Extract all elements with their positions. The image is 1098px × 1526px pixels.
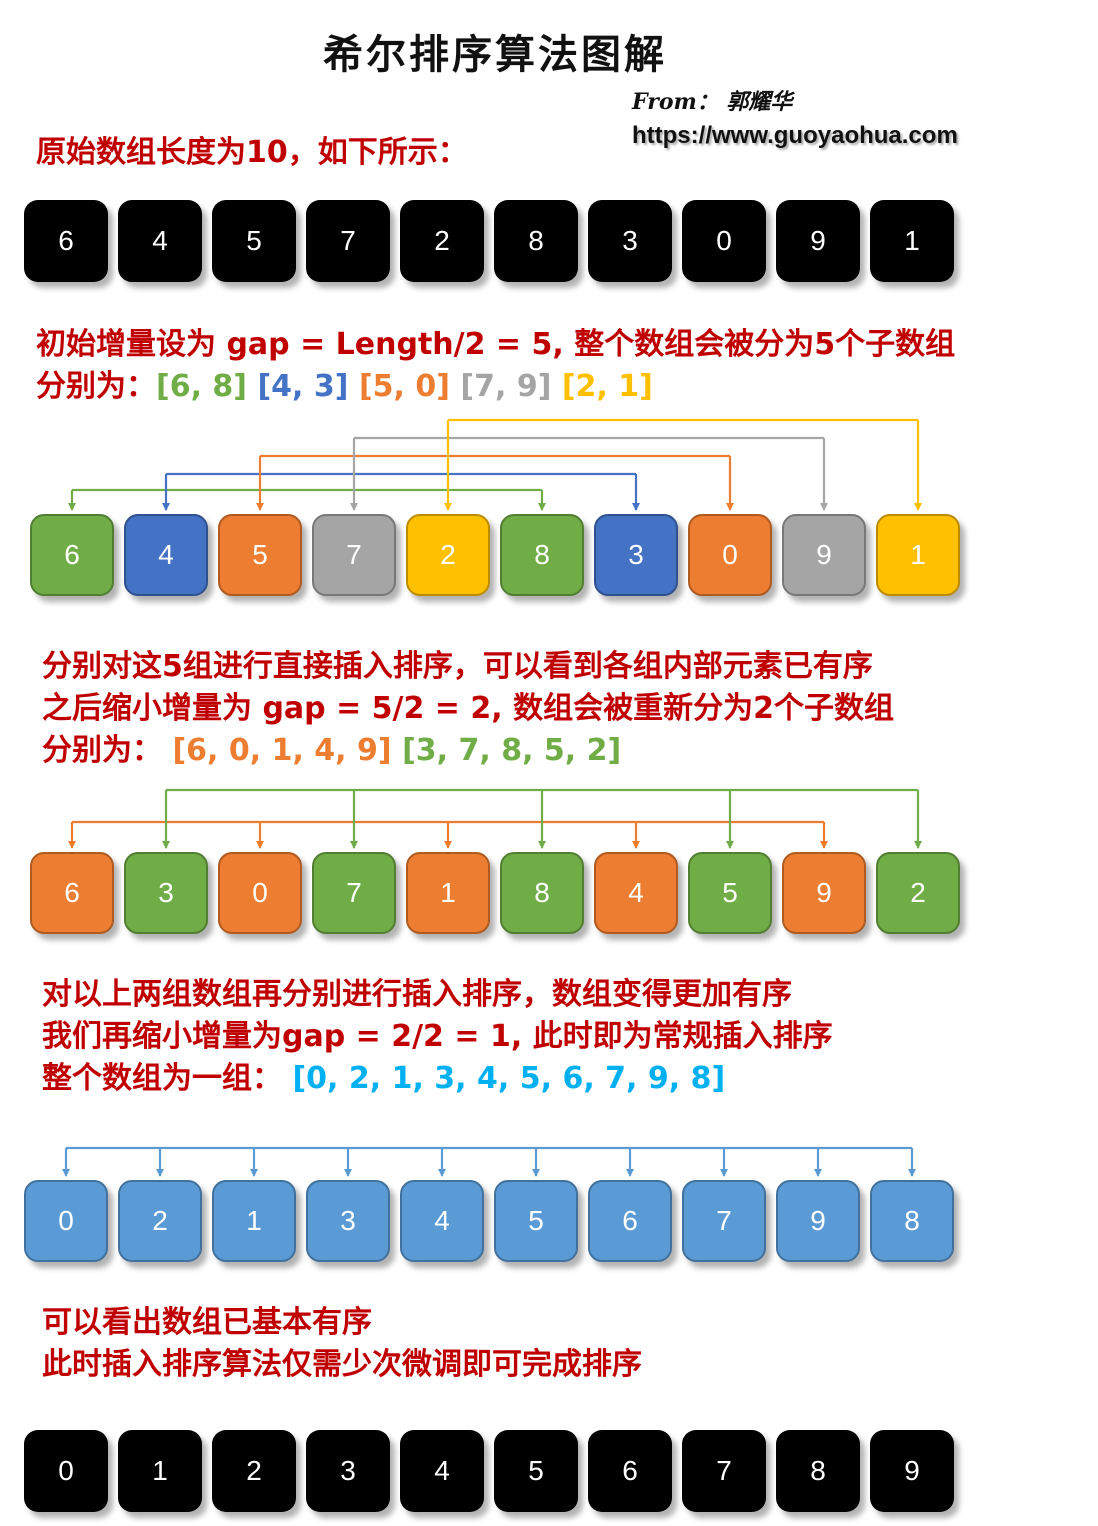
array-cell: 3 — [594, 514, 678, 596]
group-all: [0, 2, 1, 3, 4, 5, 6, 7, 9, 8] — [292, 1061, 726, 1096]
step4-prefix: 整个数组为一组： — [42, 1061, 282, 1096]
array-cell: 3 — [306, 1430, 390, 1512]
array-cell: 9 — [782, 514, 866, 596]
array-cell: 7 — [312, 852, 396, 934]
array-cell: 3 — [306, 1180, 390, 1262]
array-cell: 9 — [776, 1180, 860, 1262]
array-cell: 0 — [218, 852, 302, 934]
source-url: https://www.guoyaohua.com — [632, 122, 958, 149]
array-cell: 1 — [212, 1180, 296, 1262]
array-cell: 5 — [218, 514, 302, 596]
group-orange: [6, 0, 1, 4, 9] — [172, 733, 392, 768]
array-cell: 4 — [594, 852, 678, 934]
group-green: [3, 7, 8, 5, 2] — [402, 733, 622, 768]
array-cell: 5 — [688, 852, 772, 934]
step2-prefix: 分别为： — [36, 369, 156, 404]
array-cell: 6 — [30, 852, 114, 934]
array-cell: 7 — [306, 200, 390, 282]
array-cell: 4 — [400, 1430, 484, 1512]
step5-line1: 可以看出数组已基本有序 — [42, 1305, 372, 1340]
array-cell: 8 — [870, 1180, 954, 1262]
array-cell: 9 — [776, 200, 860, 282]
array-cell: 5 — [494, 1180, 578, 1262]
array-cell: 9 — [782, 852, 866, 934]
page-title: 希尔排序算法图解 — [323, 31, 667, 78]
step3-line1: 分别对这5组进行直接插入排序，可以看到各组内部元素已有序 — [42, 649, 873, 684]
step3-line2: 之后缩小增量为 gap = 5/2 = 2, 数组会被重新分为2个子数组 — [42, 691, 894, 726]
group-6-8: [6, 8] — [156, 369, 248, 404]
array-cell: 0 — [688, 514, 772, 596]
array-cell: 1 — [876, 514, 960, 596]
array-cell: 4 — [400, 1180, 484, 1262]
array-cell: 5 — [494, 1430, 578, 1512]
array-cell: 2 — [406, 514, 490, 596]
array-cell: 6 — [588, 1180, 672, 1262]
array-cell: 7 — [682, 1180, 766, 1262]
array-cell: 1 — [870, 200, 954, 282]
group-5-0: [5, 0] — [358, 369, 450, 404]
array-cell: 4 — [118, 200, 202, 282]
array-cell: 8 — [776, 1430, 860, 1512]
array-cell: 0 — [24, 1180, 108, 1262]
array-cell: 8 — [500, 514, 584, 596]
step1-text: 原始数组长度为10，如下所示： — [36, 135, 468, 170]
array-cell: 4 — [124, 514, 208, 596]
step3-line3: 分别为： [6, 0, 1, 4, 9] [3, 7, 8, 5, 2] — [42, 730, 621, 772]
step3-prefix: 分别为： — [42, 733, 162, 768]
array-cell: 3 — [588, 200, 672, 282]
array-cell: 7 — [682, 1430, 766, 1512]
array-cell: 5 — [212, 200, 296, 282]
array-cell: 1 — [406, 852, 490, 934]
array-cell: 8 — [500, 852, 584, 934]
array-cell: 7 — [312, 514, 396, 596]
array-cell: 3 — [124, 852, 208, 934]
array-cell: 9 — [870, 1430, 954, 1512]
group-2-1: [2, 1] — [561, 369, 653, 404]
step4-line2: 我们再缩小增量为gap = 2/2 = 1, 此时即为常规插入排序 — [42, 1019, 833, 1054]
step4-line1: 对以上两组数组再分别进行插入排序，数组变得更加有序 — [42, 977, 792, 1012]
array-cell: 2 — [400, 200, 484, 282]
step5-line2: 此时插入排序算法仅需少次微调即可完成排序 — [42, 1347, 642, 1382]
step2-line1: 初始增量设为 gap = Length/2 = 5, 整个数组会被分为5个子数组 — [36, 327, 956, 362]
group-4-3: [4, 3] — [257, 369, 349, 404]
array-cell: 8 — [494, 200, 578, 282]
array-cell: 6 — [24, 200, 108, 282]
array-cell: 6 — [588, 1430, 672, 1512]
array-cell: 0 — [682, 200, 766, 282]
author-credit: From： 郭耀华 — [632, 89, 793, 115]
step2-line2: 分别为：[6, 8] [4, 3] [5, 0] [7, 9] [2, 1] — [36, 366, 653, 408]
step4-line3: 整个数组为一组： [0, 2, 1, 3, 4, 5, 6, 7, 9, 8] — [42, 1058, 725, 1100]
group-7-9: [7, 9] — [460, 369, 552, 404]
array-cell: 1 — [118, 1430, 202, 1512]
array-cell: 6 — [30, 514, 114, 596]
array-cell: 2 — [876, 852, 960, 934]
array-cell: 0 — [24, 1430, 108, 1512]
array-cell: 2 — [118, 1180, 202, 1262]
array-cell: 2 — [212, 1430, 296, 1512]
